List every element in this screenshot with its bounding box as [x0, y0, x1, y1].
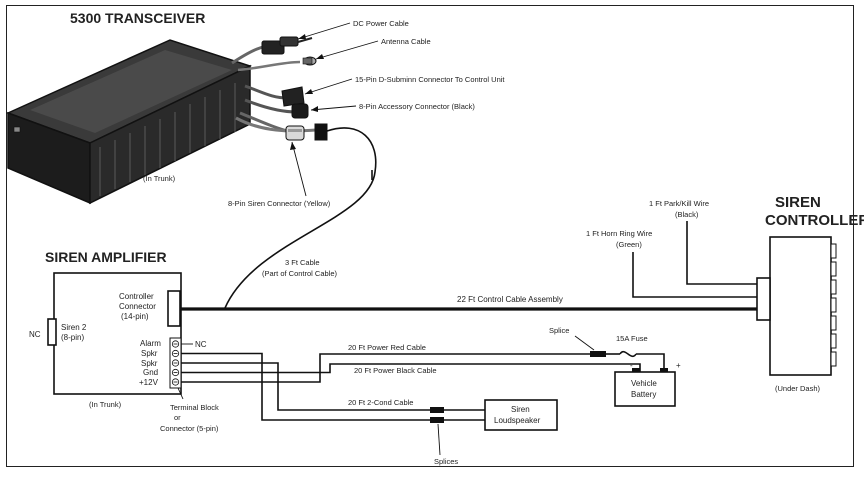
fuse-to-battery [636, 353, 665, 372]
controller-connector-label-1: Controller [119, 292, 154, 301]
terminal-screws [171, 340, 180, 386]
fuse-label: 15A Fuse [616, 334, 648, 343]
battery-label-2: Battery [631, 390, 656, 399]
three-ft-label-2: (Part of Control Cable) [262, 269, 338, 278]
spkr-wire-2 [181, 362, 430, 411]
siren-8pin-connector [285, 125, 305, 141]
terminal-spkr1-label: Spkr [141, 349, 158, 358]
siren2-tab [47, 318, 57, 346]
siren-8pin-label: 8-Pin Siren Connector (Yellow) [228, 199, 331, 208]
terminal-block-label-1: Terminal Block [170, 403, 219, 412]
park-kill-wire [686, 221, 757, 285]
antenna-label: Antenna Cable [381, 37, 431, 46]
loudspeaker-label-1: Siren [511, 405, 530, 414]
splices-label: Splices [434, 457, 458, 466]
terminal-block-leader [177, 387, 184, 400]
splice-label: Splice [549, 326, 569, 335]
battery-label-1: Vehicle [631, 379, 657, 388]
controller-connector-tab [167, 290, 181, 327]
siren2-label-2: (8-pin) [61, 333, 84, 342]
dsub15-connector [281, 86, 305, 107]
controller-title-1: SIREN [775, 194, 821, 211]
fuse-symbol [619, 350, 637, 358]
controller-connector-label-3: (14-pin) [121, 312, 149, 321]
power-red-cable [181, 353, 590, 383]
controller-location: (Under Dash) [775, 384, 821, 393]
control-cable-label: 22 Ft Control Cable Assembly [457, 295, 563, 304]
terminal-12v-label: +12V [139, 378, 159, 387]
amplifier-title: SIREN AMPLIFIER [45, 249, 167, 265]
splice-leader [574, 335, 595, 351]
terminal-block-label-3: Connector (5-pin) [160, 424, 219, 433]
battery-minus: - [630, 361, 633, 370]
terminal-gnd-label: Gnd [143, 368, 158, 377]
controller-box [769, 236, 832, 376]
loudspeaker-box [484, 399, 558, 431]
alarm-nc-label: NC [195, 340, 207, 349]
mating-connector [314, 123, 328, 141]
controller-title-2: CONTROLLER [765, 212, 864, 229]
amplifier-location: (In Trunk) [89, 400, 122, 409]
transceiver-title: 5300 TRANSCEIVER [70, 10, 205, 26]
siren2-label-1: Siren 2 [61, 323, 87, 332]
amplifier-box [53, 272, 182, 395]
horn-ring-wire [632, 252, 757, 298]
antenna-connector [302, 56, 317, 66]
power-black-cable [181, 363, 641, 374]
splice-upper [430, 407, 444, 413]
two-cond-label: 20 Ft 2-Cond Cable [348, 398, 413, 407]
loudspeaker-label-2: Loudspeaker [494, 416, 541, 425]
transceiver-callout-leaders [290, 22, 379, 197]
three-ft-label-1: 3 Ft Cable [285, 258, 320, 267]
splices-leader [437, 423, 441, 456]
power-black-label: 20 Ft Power Black Cable [354, 366, 437, 375]
accessory-label: 8-Pin Accessory Connector (Black) [359, 102, 475, 111]
terminal-spkr2-label: Spkr [141, 359, 158, 368]
terminal-block-label-2: or [174, 413, 181, 422]
park-kill-label-1: 1 Ft Park/Kill Wire [649, 199, 709, 208]
diagram-frame [6, 5, 854, 467]
nc-left-label: NC [29, 330, 41, 339]
horn-ring-label-2: (Green) [616, 240, 642, 249]
controller-connector [756, 277, 771, 321]
battery-box [614, 371, 676, 407]
battery-plus: + [676, 361, 681, 370]
splice-red [590, 351, 606, 357]
three-ft-cable [224, 127, 377, 309]
dc-power-connector [261, 36, 313, 55]
battery-neg-post [632, 368, 640, 372]
transceiver-location: (In Trunk) [143, 174, 176, 183]
transceiver-unit [6, 39, 253, 205]
spkr-wire-1 [181, 352, 430, 421]
accessory-connector [291, 103, 309, 119]
horn-ring-label-1: 1 Ft Horn Ring Wire [586, 229, 652, 238]
dsub15-label: 15-Pin D-Subminn Connector To Control Un… [355, 75, 505, 84]
park-kill-label-2: (Black) [675, 210, 699, 219]
dc-power-label: DC Power Cable [353, 19, 409, 28]
battery-pos-post [660, 368, 668, 372]
controller-buttons [830, 243, 837, 367]
controller-connector-label-2: Connector [119, 302, 156, 311]
power-red-label: 20 Ft Power Red Cable [348, 343, 426, 352]
terminal-alarm-label: Alarm [140, 339, 161, 348]
splice-lower [430, 417, 444, 423]
